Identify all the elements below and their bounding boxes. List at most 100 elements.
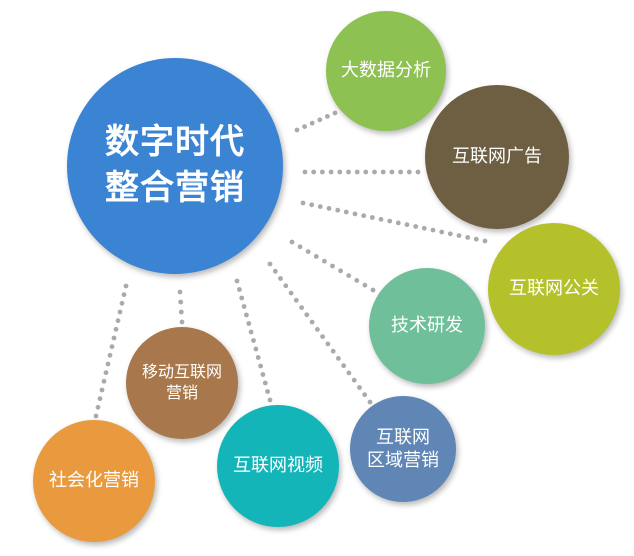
connector-dot: [421, 225, 427, 231]
connector-dot: [309, 120, 315, 126]
center-title-line1: 数字时代: [105, 122, 245, 163]
connector-dot: [178, 309, 184, 315]
connector-dot: [346, 273, 352, 278]
connector-3: [289, 239, 376, 293]
connector-7: [93, 283, 129, 419]
connector-dot: [115, 318, 121, 324]
node-regional-marketing: 互联网 区域营销: [350, 396, 456, 502]
connector-dot: [378, 216, 384, 222]
node-internet-pr: 互联网公关: [488, 223, 620, 355]
connector-dot: [328, 169, 334, 175]
connector-dot: [336, 356, 341, 361]
connector-dot: [413, 224, 419, 229]
connector-dot: [439, 229, 445, 235]
node-label: 技术研发: [391, 315, 463, 337]
connector-dot: [244, 312, 249, 318]
connector-dot: [330, 263, 335, 269]
connector-dot: [111, 335, 117, 341]
connector-dot: [109, 344, 115, 350]
connector-4: [267, 261, 373, 405]
connector-dot: [251, 338, 256, 343]
connector-0: [294, 110, 338, 133]
connector-dot: [326, 206, 332, 211]
node-tech-rd: 技术研发: [369, 268, 485, 384]
connector-dot: [302, 124, 307, 129]
connector-dot: [351, 377, 357, 383]
connector-dot: [119, 300, 125, 306]
connector-dot: [262, 380, 268, 386]
connector-dot: [260, 372, 266, 377]
connector-dot: [343, 209, 349, 215]
connector-1: [302, 169, 421, 175]
connector-dot: [456, 233, 462, 239]
node-label: 互联网视频: [233, 455, 323, 477]
connector-dot: [103, 370, 109, 376]
connector-dot: [320, 169, 325, 175]
connector-dot: [404, 222, 410, 228]
node-label-line2: 营销: [165, 383, 198, 402]
connector-dot: [325, 114, 330, 119]
connector-dot: [482, 238, 488, 244]
connector-dot: [265, 389, 270, 394]
connector-dot: [317, 204, 323, 210]
connector-dot: [121, 292, 127, 298]
connector-dot: [369, 215, 375, 220]
connector-dot: [302, 169, 308, 175]
connector-dot: [395, 220, 401, 226]
connector-dot: [293, 297, 299, 303]
connector-dot: [241, 304, 247, 309]
connector-dot: [179, 319, 185, 325]
connector-dot: [372, 169, 377, 175]
connector-dot: [389, 169, 395, 175]
connector-dot: [309, 202, 315, 208]
connector-dot: [234, 278, 240, 284]
center-title-line2: 整合营销: [105, 168, 245, 208]
connector-dot: [288, 290, 294, 296]
connector-dot: [311, 169, 317, 175]
connector-dot: [123, 283, 129, 289]
connector-dot: [99, 387, 105, 393]
node-label: 社会化营销: [49, 470, 139, 492]
connector-dot: [95, 404, 101, 410]
connector-dot: [415, 169, 421, 175]
connector-2: [300, 200, 488, 244]
connector-dot: [330, 348, 336, 354]
node-label: 大数据分析: [341, 60, 431, 82]
connector-6: [177, 289, 185, 325]
connector-dot: [352, 211, 358, 217]
connector-dot: [278, 276, 283, 281]
connector-dot: [300, 200, 306, 206]
connector-dot: [398, 169, 403, 175]
node-big-data: 大数据分析: [326, 11, 446, 131]
connector-5: [234, 278, 273, 403]
connector-dot: [465, 235, 471, 240]
connector-dot: [309, 319, 315, 325]
node-label-line1: 移动互联网: [141, 362, 222, 382]
node-internet-ads: 互联网广告: [425, 85, 569, 229]
connector-dot: [338, 268, 343, 274]
connector-dot: [447, 231, 453, 237]
connector-dot: [299, 305, 304, 310]
connector-dot: [272, 268, 278, 274]
connector-dot: [294, 127, 300, 133]
connector-dot: [304, 312, 310, 318]
connector-dot: [248, 329, 254, 335]
connector-dot: [473, 236, 479, 242]
connector-dot: [380, 169, 386, 175]
connector-dot: [320, 334, 325, 339]
connector-dot: [255, 355, 261, 360]
connector-dot: [93, 413, 99, 419]
connector-dot: [354, 278, 360, 283]
connector-dot: [267, 261, 273, 267]
connector-dot: [117, 309, 123, 315]
connector-dot: [335, 207, 341, 213]
connector-dot: [237, 287, 242, 292]
connector-dot: [361, 213, 367, 219]
connector-dot: [337, 169, 343, 175]
connector-dot: [177, 289, 183, 295]
connector-dot: [101, 378, 107, 384]
connector-dot: [317, 117, 323, 123]
connector-dot: [387, 218, 393, 224]
connector-dot: [178, 299, 184, 305]
